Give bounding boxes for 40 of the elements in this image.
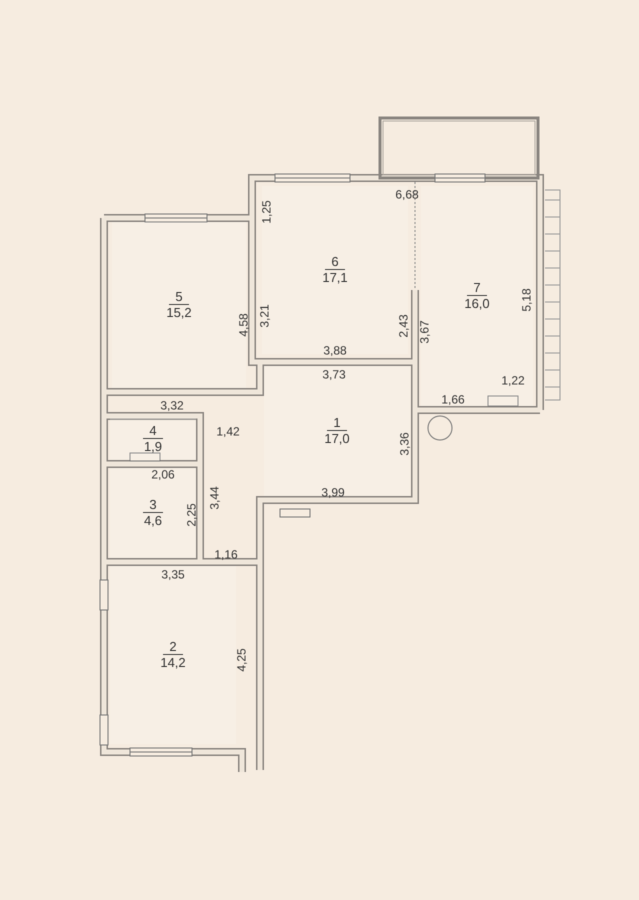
dimension-label: 3,88 (323, 344, 347, 358)
room-area: 16,0 (464, 296, 490, 312)
dimension-label: 5,18 (520, 288, 534, 312)
room (110, 468, 196, 558)
dimension-label: 3,73 (322, 368, 346, 382)
room (264, 366, 410, 496)
room-number: 7 (467, 280, 487, 296)
room-number: 5 (169, 289, 189, 305)
dimension-label: 3,44 (208, 486, 222, 510)
room (110, 566, 236, 744)
room-area: 1,9 (144, 439, 162, 455)
dimension-label: 1,25 (260, 200, 274, 224)
dimension-label: 1,22 (501, 374, 525, 388)
dimension-label: 2,06 (151, 468, 175, 482)
dimension-label: 6,68 (395, 188, 419, 202)
room-number: 1 (327, 415, 347, 431)
room-area: 4,6 (144, 513, 162, 529)
room-number: 3 (143, 497, 163, 513)
room (421, 186, 533, 406)
room-area: 17,1 (322, 270, 348, 286)
dimension-label: 3,32 (160, 400, 184, 412)
room-area: 15,2 (166, 305, 192, 321)
dimension-label: 3,21 (258, 304, 272, 328)
dimension-label: 2,43 (398, 314, 410, 338)
dimension-label: 3,67 (418, 320, 432, 344)
room-area: 17,0 (324, 431, 350, 447)
room (110, 418, 196, 460)
dimension-label: 3,99 (321, 486, 345, 500)
room-area: 14,2 (160, 655, 186, 671)
dimension-label: 1,16 (214, 548, 238, 562)
dimension-label: 4,58 (238, 313, 250, 337)
dimension-label: 3,36 (398, 432, 412, 456)
dimension-label: 1,42 (216, 426, 240, 438)
room-number: 6 (325, 254, 345, 270)
dimension-label: 1,66 (441, 394, 465, 406)
dimension-label: 4,25 (236, 648, 248, 672)
room-number: 4 (143, 423, 163, 439)
dimension-label: 3,35 (161, 568, 185, 582)
dimension-label: 2,25 (186, 503, 198, 527)
room-number: 2 (163, 639, 183, 655)
